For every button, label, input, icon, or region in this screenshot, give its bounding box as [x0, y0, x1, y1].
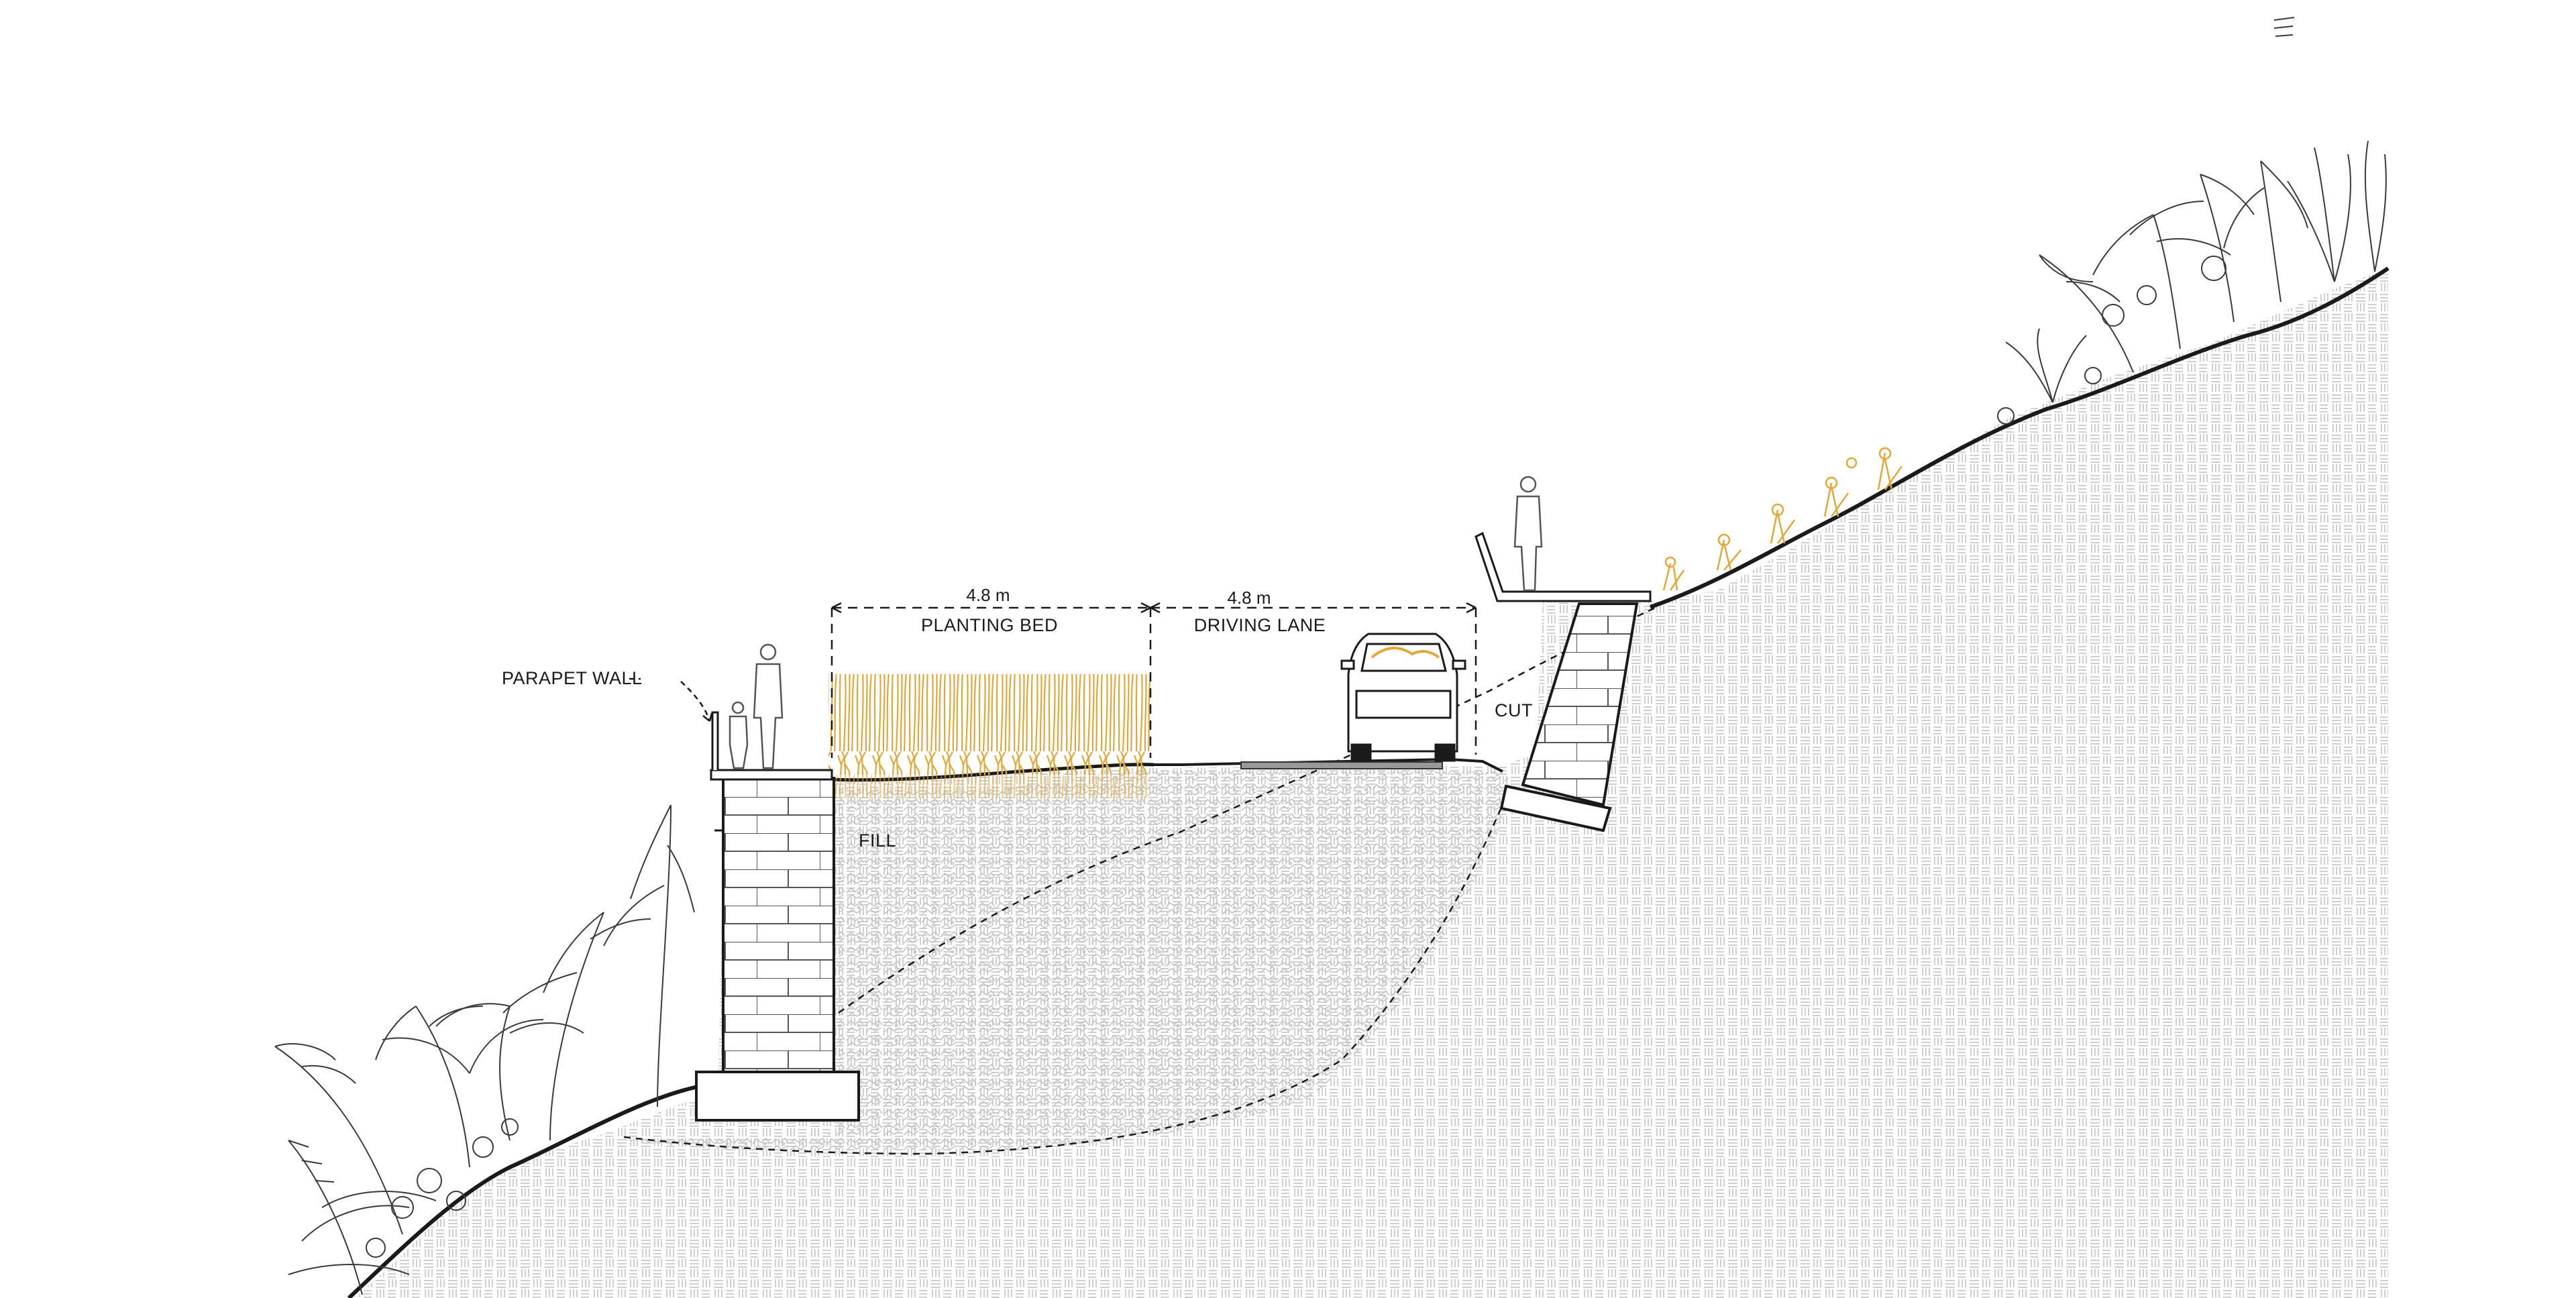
driving-lane-dimension: 4.8 m	[1227, 588, 1271, 608]
planting-bed-label: PLANTING BED	[921, 615, 1058, 635]
cut-label: CUT	[1495, 700, 1533, 720]
fill-zone-boundary	[623, 788, 1511, 1155]
parapet-wall	[711, 711, 719, 770]
planting-bed-grasses	[828, 674, 1150, 775]
upper-retaining-wall	[1521, 602, 1639, 807]
ground-line-upper	[1650, 266, 2390, 609]
parapet-wall-label: PARAPET WALL	[502, 668, 643, 688]
planting-bed-dimension: 4.8 m	[966, 585, 1010, 605]
lower-wall-footing	[695, 1071, 860, 1122]
fill-zone	[624, 771, 1516, 1154]
parapet-leader	[629, 678, 711, 722]
original-grade-line	[838, 606, 1658, 1014]
vegetation-lower-left	[274, 804, 695, 1295]
car-icon	[1340, 633, 1466, 762]
upper-slope-shrubs	[1662, 447, 1903, 591]
lower-wall-cap	[710, 769, 833, 781]
ground-line	[347, 1085, 698, 1298]
person-upper-icon	[1513, 476, 1543, 592]
dimension-lines	[830, 606, 1477, 758]
fill-label: FILL	[859, 830, 896, 851]
driving-lane-label: DRIVING LANE	[1194, 615, 1326, 635]
road-base	[1240, 761, 1443, 769]
upper-parapet	[1474, 531, 1652, 602]
lower-retaining-wall	[722, 777, 835, 1075]
upper-wall-footing	[1499, 784, 1612, 832]
planting-bed-grasses-base	[832, 771, 1147, 798]
person-adult-icon	[753, 643, 784, 769]
person-child-icon	[729, 701, 749, 769]
vegetation-upper-right	[1997, 17, 2387, 425]
